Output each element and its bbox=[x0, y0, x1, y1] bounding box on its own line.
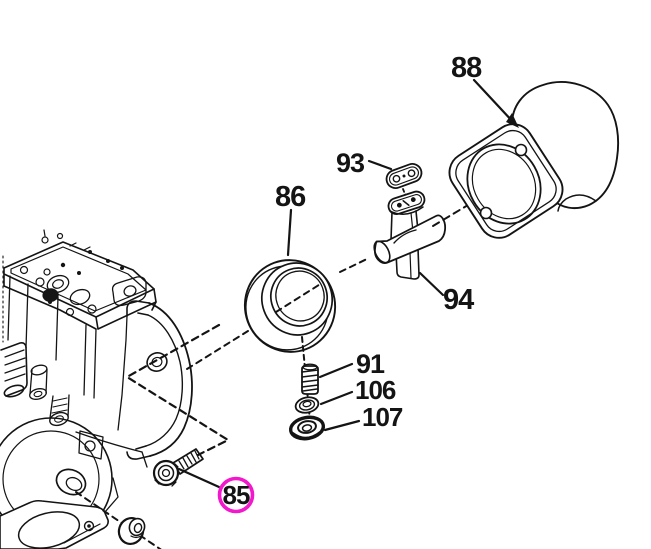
part-label-94[interactable]: 94 bbox=[443, 284, 475, 316]
leader-91 bbox=[318, 362, 354, 379]
part-label-93[interactable]: 93 bbox=[336, 148, 366, 178]
part-88-horn bbox=[448, 81, 620, 239]
leader-85 bbox=[177, 467, 221, 489]
part-label-106[interactable]: 106 bbox=[355, 375, 397, 405]
base-gasket bbox=[0, 499, 109, 549]
leader-106 bbox=[319, 390, 354, 406]
carburetor-body bbox=[0, 229, 193, 541]
leader-94 bbox=[418, 271, 445, 297]
bolt-axis-dashed-line bbox=[125, 323, 230, 457]
leader-86 bbox=[286, 208, 293, 257]
leader-93 bbox=[367, 159, 393, 171]
leader-88-arrowhead bbox=[506, 113, 519, 128]
part-106-washer bbox=[294, 396, 320, 414]
part-labels: 88 93 86 94 91 106 107 85 bbox=[223, 52, 484, 510]
leader-lines bbox=[177, 78, 519, 489]
highlight-circle bbox=[217, 476, 255, 514]
part-label-91[interactable]: 91 bbox=[356, 349, 386, 379]
part-86-ring bbox=[243, 259, 337, 353]
part-label-107[interactable]: 107 bbox=[362, 402, 404, 432]
assembly-axis-dashed-line bbox=[186, 257, 370, 422]
part-107-grommet bbox=[288, 415, 326, 441]
part-label-85[interactable]: 85 bbox=[223, 480, 251, 510]
part-85-bolt bbox=[152, 448, 204, 487]
part-label-86[interactable]: 86 bbox=[275, 181, 307, 213]
bushing bbox=[75, 491, 162, 549]
part-91-spring bbox=[301, 363, 319, 395]
part-93-gasket bbox=[385, 163, 423, 200]
part-94-fitting bbox=[373, 190, 447, 280]
part-label-88[interactable]: 88 bbox=[451, 52, 483, 84]
leader-107 bbox=[323, 419, 361, 432]
leader-88 bbox=[472, 78, 516, 125]
